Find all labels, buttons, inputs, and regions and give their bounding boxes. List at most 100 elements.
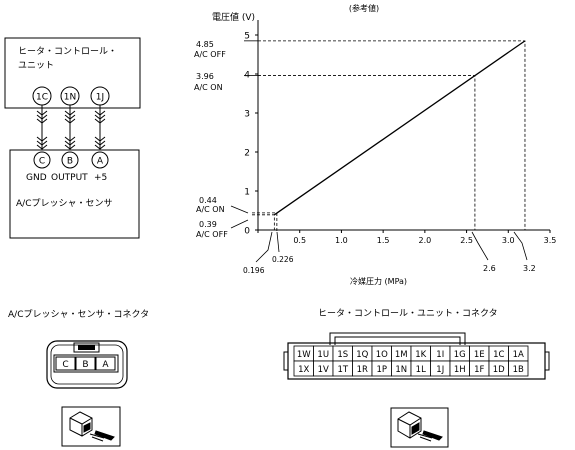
sensor-connector-title: A/Cプレッシャ・センサ・コネクタ bbox=[8, 309, 149, 320]
x-tick-label: 1.5 bbox=[377, 236, 390, 245]
heater-connector-pin-label: 1N bbox=[395, 365, 407, 375]
sensor-cavity-b bbox=[75, 356, 96, 371]
heater-connector-pin-label: 1L bbox=[416, 365, 426, 375]
x-axis-label: 冷媒圧力 (MPa) bbox=[350, 276, 407, 286]
view-direction-icon bbox=[69, 411, 115, 442]
y-tick-label: 3 bbox=[244, 110, 250, 120]
y-tick-label: 2 bbox=[244, 149, 250, 159]
guide-0-44 bbox=[252, 212, 278, 232]
annot-044-value: 0.44 bbox=[199, 196, 217, 205]
wiring-diagram: ヒータ・コントロール・ ユニット 1C 1N 1J C B A GN bbox=[4, 37, 141, 239]
heater-connector-pin-label: 1M bbox=[395, 350, 408, 360]
sensor-pin-a-label: A bbox=[97, 157, 104, 167]
heater-connector-side-right bbox=[544, 351, 550, 371]
view-direction-icon bbox=[397, 411, 443, 442]
sensor-cavity-c-label: C bbox=[62, 360, 68, 370]
callout-leaders bbox=[255, 231, 528, 263]
heater-pin-1n-label: 1N bbox=[64, 93, 76, 103]
heater-connector-pin-label: 1A bbox=[513, 350, 524, 360]
callout-26: 2.6 bbox=[483, 264, 496, 273]
heater-connector-pin-label: 1V bbox=[318, 365, 329, 375]
ac-pressure-sensor-connector: A/Cプレッシャ・センサ・コネクタ C B A bbox=[8, 309, 149, 389]
callout-32: 3.2 bbox=[523, 264, 536, 273]
heater-connector-pin-label: 1S bbox=[337, 350, 348, 360]
x-tick-label: 3.0 bbox=[502, 236, 515, 245]
x-tick-label: 2.5 bbox=[460, 236, 473, 245]
sensor-connector-cavity-frame bbox=[53, 354, 119, 373]
heater-pin-1c-label: 1C bbox=[36, 93, 48, 103]
y-tick-label: 1 bbox=[244, 188, 250, 198]
sensor-pin-plus5-label: +5 bbox=[94, 173, 107, 183]
ac-pressure-sensor-box bbox=[9, 149, 140, 239]
heater-connector-top-latch bbox=[329, 332, 466, 345]
chart-title: (参考値) bbox=[349, 3, 379, 13]
heater-connector-pin-label: 1W bbox=[297, 350, 311, 360]
heater-connector-pin-label: 1O bbox=[376, 350, 388, 360]
x-tick-label: 1.0 bbox=[335, 236, 348, 245]
sensor-view-direction-icon bbox=[61, 406, 121, 447]
guide-0-39 bbox=[252, 214, 275, 232]
annot-039-value: 0.39 bbox=[199, 220, 217, 229]
series-lines bbox=[273, 40, 526, 216]
sensor-connector-body bbox=[46, 340, 128, 389]
heater-view-direction-icon bbox=[390, 407, 449, 448]
callout-0196: 0.196 bbox=[243, 266, 265, 275]
heater-connector-title: ヒータ・コントロール・ユニット・コネクタ bbox=[318, 308, 498, 319]
x-tick-label: 3.5 bbox=[544, 236, 557, 245]
annot-485-state: A/C OFF bbox=[194, 50, 226, 59]
x-ticks: 0.5 1.0 1.5 2.0 2.5 3.0 3.5 bbox=[257, 230, 557, 245]
heater-connector-cavity bbox=[508, 360, 529, 377]
sensor-pin-gnd-label: GND bbox=[26, 173, 47, 183]
heater-connector-side-left bbox=[283, 351, 289, 371]
wire-harness bbox=[36, 105, 106, 150]
heater-connector-pin-label: 1B bbox=[513, 365, 524, 375]
heater-pin-1j-label: 1J bbox=[96, 93, 104, 103]
heater-unit-label-line2: ユニット bbox=[18, 61, 54, 71]
annot-396-state: A/C ON bbox=[194, 83, 223, 92]
heater-control-unit-connector: ヒータ・コントロール・ユニット・コネクタ 1W 1U 1S 1Q 1O 1M 1K 1I 1G 1… bbox=[283, 308, 550, 380]
heater-unit-label-line1: ヒータ・コントロール・ bbox=[18, 46, 117, 57]
heater-control-unit-box bbox=[4, 37, 141, 109]
x-tick-label: 0.5 bbox=[293, 236, 306, 245]
annot-485-value: 4.85 bbox=[196, 40, 214, 49]
sensor-cavity-c bbox=[55, 356, 76, 371]
sensor-cavity-a-label: A bbox=[102, 360, 109, 370]
sensor-cavity-b-label: B bbox=[82, 360, 88, 370]
sensor-pin-output-label: OUTPUT bbox=[51, 173, 88, 183]
x-tick-label: 2.0 bbox=[418, 236, 431, 245]
callout-0226: 0.226 bbox=[272, 255, 294, 264]
sensor-connector-latch-inner bbox=[78, 345, 95, 350]
sensor-pin-c bbox=[33, 151, 51, 169]
annotation-leaders bbox=[230, 205, 249, 229]
heater-connector-pin-label: 1Q bbox=[356, 350, 368, 360]
series-line bbox=[273, 40, 526, 216]
heater-connector-pin-label: 1H bbox=[454, 365, 466, 375]
heater-connector-pin-label: 1I bbox=[436, 350, 444, 360]
annot-044-state: A/C ON bbox=[196, 205, 225, 214]
heater-connector-pin-label: 1U bbox=[317, 350, 329, 360]
heater-connector-pin-label: 1R bbox=[357, 365, 368, 375]
heater-connector-pin-label: 1G bbox=[454, 350, 466, 360]
sensor-cavity-a bbox=[95, 356, 116, 371]
annot-039-state: A/C OFF bbox=[196, 230, 228, 239]
heater-connector-pin-label: 1K bbox=[415, 350, 426, 360]
sensor-connector-latch bbox=[73, 342, 100, 353]
heater-connector-pin-label: 1F bbox=[474, 365, 484, 375]
sensor-pin-b bbox=[61, 151, 79, 169]
y-tick-label: 5 bbox=[244, 32, 250, 42]
heater-connector-pin-label: 1E bbox=[474, 350, 485, 360]
sensor-pin-b-label: B bbox=[67, 157, 73, 167]
annot-396-value: 3.96 bbox=[196, 72, 214, 81]
heater-connector-pin-label: 1D bbox=[493, 365, 505, 375]
heater-connector-pin-label: 1J bbox=[436, 365, 444, 375]
heater-connector-pin-label: 1C bbox=[493, 350, 504, 360]
heater-connector-pin-label: 1T bbox=[337, 365, 348, 375]
sensor-pin-a bbox=[91, 151, 109, 169]
y-axis-label: 電圧値 (V) bbox=[212, 11, 255, 23]
heater-connector-pin-label: 1P bbox=[376, 365, 387, 375]
sensor-pin-c-label: C bbox=[39, 157, 45, 167]
y-tick-label: 0 bbox=[244, 227, 250, 237]
sensor-label: A/Cプレッシャ・センサ bbox=[16, 198, 112, 209]
